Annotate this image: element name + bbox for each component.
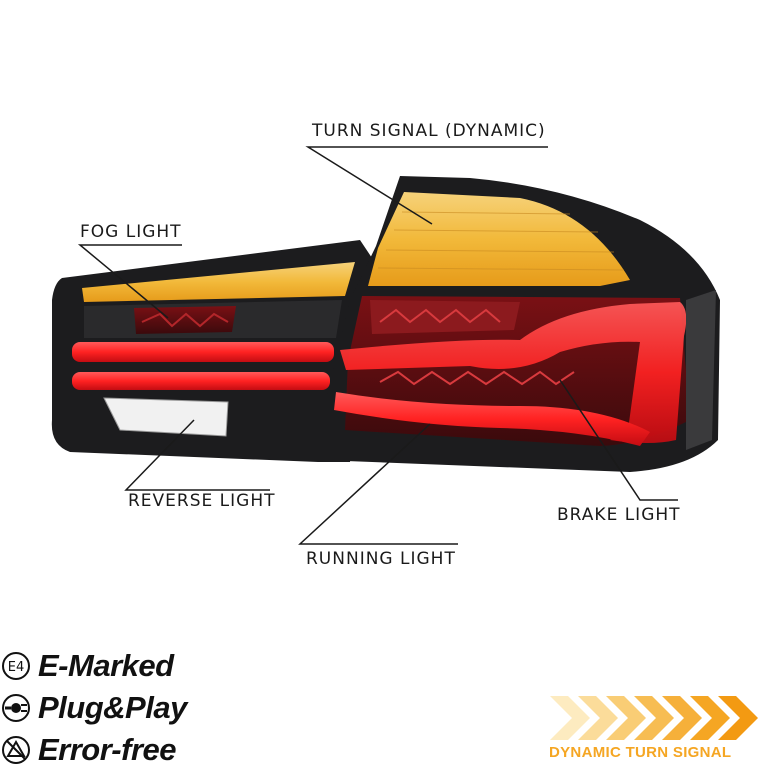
callout-reverse-light: REVERSE LIGHT [128, 491, 276, 511]
feature-item: Plug&Play [0, 687, 187, 729]
feature-label: E-Marked [38, 648, 174, 683]
callout-brake-light: BRAKE LIGHT [557, 505, 681, 525]
dynamic-turn-signal-label: DYNAMIC TURN SIGNAL [549, 744, 732, 761]
reverse-light [103, 397, 229, 437]
feature-item: E4 E-Marked [0, 645, 187, 687]
outer-lamp [320, 176, 720, 472]
warning-crossed-icon [0, 734, 32, 766]
leader-lines [77, 146, 678, 545]
inner-lamp [51, 240, 373, 462]
e4-mark-icon: E4 [0, 650, 32, 682]
feature-label: Error-free [38, 732, 177, 767]
callout-running-light: RUNNING LIGHT [306, 549, 456, 569]
plug-icon [0, 692, 32, 724]
fog-light-strip [82, 262, 355, 302]
svg-text:E4: E4 [8, 660, 25, 675]
dynamic-chevrons-icon [550, 696, 758, 740]
callout-turn-signal: TURN SIGNAL (DYNAMIC) [312, 121, 546, 141]
turn-signal-strip [368, 192, 630, 286]
feature-label: Plug&Play [38, 690, 187, 725]
callout-fog-light: FOG LIGHT [80, 222, 182, 242]
feature-list: E4 E-Marked Plug&Play Error-free [0, 645, 187, 771]
feature-item: Error-free [0, 729, 187, 771]
